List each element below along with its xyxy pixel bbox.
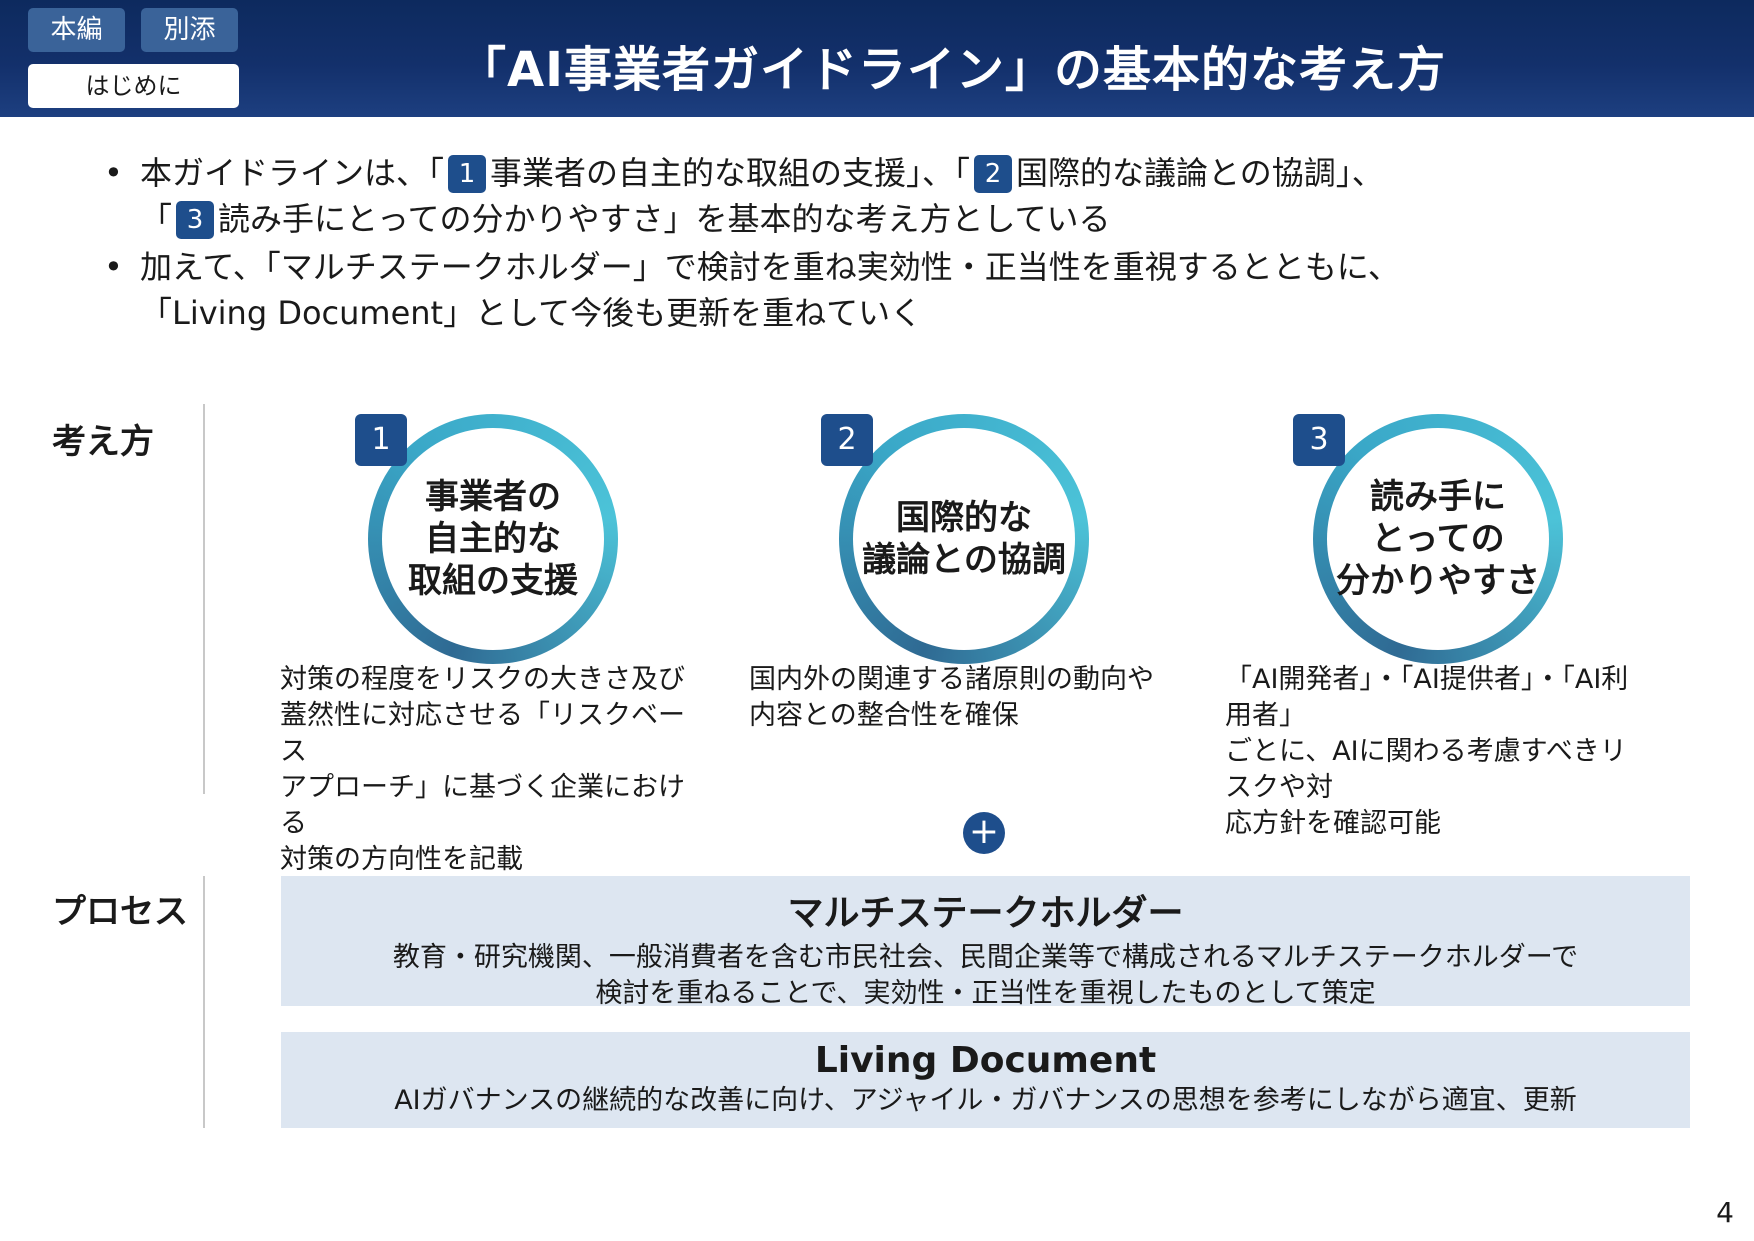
bullet-text: 「 [140, 200, 173, 238]
bullet-text: 本ガイドラインは、「 [140, 154, 445, 192]
concept-self-initiative: 事業者の 自主的な 取組の支援 1 対策の程度をリスクの大きさ及び 蓋然性に対応… [278, 414, 698, 875]
concept-ring: 事業者の 自主的な 取組の支援 [368, 414, 618, 664]
plus-icon: + [963, 812, 1005, 854]
concept-readability: 読み手に とっての 分かりやすさ 3 「AI開発者」・「AI提供者」・「AI利用… [1221, 414, 1641, 839]
divider-line [203, 404, 205, 794]
bullet-process: • 加えて、「マルチステークホルダー」で検討を重ね実効性・正当性を重視するととも… [104, 244, 1664, 336]
bullet-text: 事業者の自主的な取組の支援」、「 [490, 154, 971, 192]
bullet-dot: • [104, 154, 123, 192]
concept-international-harmony: 国際的な 議論との協調 2 国内外の関連する諸原則の動向や 内容との整合性を確保 [749, 414, 1169, 814]
concept-title: 事業者の 自主的な 取組の支援 [408, 477, 578, 601]
concept-ring-center: 国際的な 議論との協調 [853, 428, 1075, 650]
process-living-document: Living Document AIガバナンスの継続的な改善に向け、アジャイル・… [281, 1032, 1690, 1128]
number-badge-3: 3 [176, 201, 215, 239]
process-title: マルチステークホルダー [787, 893, 1184, 934]
bullet-text: 国際的な議論との協調」、 [1016, 154, 1384, 192]
concept-title: 読み手に とっての 分かりやすさ [1336, 477, 1540, 601]
section-label-process: プロセス [52, 892, 188, 932]
number-badge-2: 2 [974, 155, 1013, 193]
bullet-text: 「Living Document」として今後も更新を重ねていく [140, 294, 923, 332]
bullet-text: 読み手にとっての分かりやすさ」を基本的な考え方としている [218, 200, 1111, 238]
divider-line [203, 876, 205, 1128]
bullet-text: 加えて、「マルチステークホルダー」で検討を重ね実効性・正当性を重視するとともに、 [140, 248, 1400, 286]
tab-main[interactable]: 本編 [28, 8, 125, 52]
concept-ring: 読み手に とっての 分かりやすさ [1313, 414, 1563, 664]
page-number: 4 [1716, 1196, 1734, 1229]
concept-ring-center: 読み手に とっての 分かりやすさ [1327, 428, 1549, 650]
process-multistakeholder: マルチステークホルダー 教育・研究機関、一般消費者を含む市民社会、民間企業等で構… [281, 876, 1690, 1009]
concept-ring: 国際的な 議論との協調 [839, 414, 1089, 664]
concept-number-badge: 2 [821, 414, 873, 466]
process-title: Living Document [814, 1040, 1157, 1081]
process-text: 教育・研究機関、一般消費者を含む市民社会、民間企業等で構成されるマルチステークホ… [392, 942, 1579, 1009]
concept-number-badge: 3 [1293, 414, 1345, 466]
concept-description: 国内外の関連する諸原則の動向や 内容との整合性を確保 [749, 664, 1154, 731]
section-label-concept: 考え方 [52, 422, 154, 462]
concept-title: 国際的な 議論との協調 [862, 498, 1066, 580]
process-text: AIガバナンスの継続的な改善に向け、アジャイル・ガバナンスの思想を参考にしながら… [394, 1085, 1577, 1116]
concept-number-badge: 1 [355, 414, 407, 466]
concept-description: 「AI開発者」・「AI提供者」・「AI利用者」 ごとに、AIに関わる考慮すべきリ… [1225, 664, 1629, 839]
bullet-dot: • [104, 248, 123, 286]
tab-appendix[interactable]: 別添 [141, 8, 238, 52]
page-title: 「AI事業者ガイドライン」の基本的な考え方 [457, 42, 1446, 98]
concept-description: 対策の程度をリスクの大きさ及び 蓋然性に対応させる「リスクベース アプローチ」に… [280, 664, 685, 875]
header-bar: 本編 別添 はじめに 「AI事業者ガイドライン」の基本的な考え方 [0, 0, 1754, 117]
tab-introduction[interactable]: はじめに [28, 64, 239, 108]
number-badge-1: 1 [448, 155, 487, 193]
concept-ring-center: 事業者の 自主的な 取組の支援 [382, 428, 604, 650]
